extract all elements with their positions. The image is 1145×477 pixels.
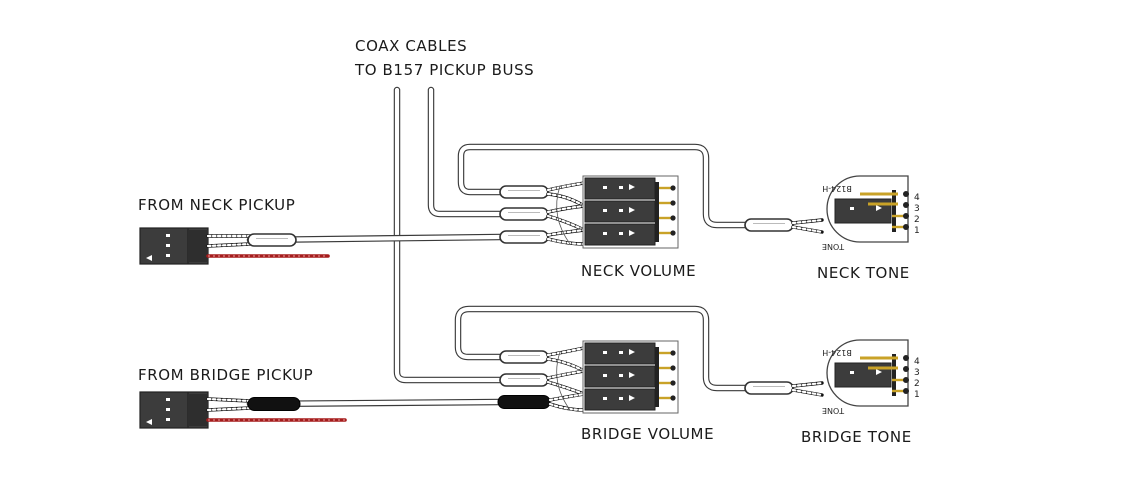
neck-tone-pin-4: 4 [914, 193, 920, 203]
neck-volume-label: NECK VOLUME [581, 262, 696, 280]
coax-label-line1: COAX CABLES [355, 37, 467, 55]
bridge-tone-pot: B124-H TONE 4 3 2 1 [822, 338, 920, 415]
neck-volume-ferrules [499, 185, 549, 244]
neck-tone-pot: B124-H TONE 4 3 2 1 [822, 174, 920, 251]
neck-tone-pin-2: 2 [914, 215, 920, 225]
bridge-tone-pin-2: 2 [914, 379, 920, 389]
bridge-volume-ferrules [497, 350, 551, 409]
neck-tone-ferrule [744, 218, 824, 234]
neck-volume-wires [546, 181, 586, 246]
from-bridge-pickup-label: FROM BRIDGE PICKUP [138, 366, 313, 384]
bridge-tone-pin-4: 4 [914, 357, 920, 367]
bridge-tone-ferrule [744, 381, 824, 397]
neck-pickup-connector [139, 227, 330, 265]
neck-tone-part-code: B124-H [822, 184, 852, 193]
coax-label-line2: TO B157 PICKUP BUSS [354, 61, 534, 79]
bridge-tone-pin-3: 3 [914, 368, 920, 378]
bridge-volume-label: BRIDGE VOLUME [581, 425, 714, 443]
bridge-pickup-connector [139, 391, 347, 429]
bridge-tone-label: BRIDGE TONE [801, 428, 912, 446]
neck-tone-caption: TONE [822, 242, 845, 251]
neck-volume-pot [581, 174, 680, 250]
neck-tone-pin-1: 1 [914, 226, 920, 236]
neck-tone-pin-3: 3 [914, 204, 920, 214]
neck-tone-label: NECK TONE [817, 264, 910, 282]
coax-cable-bridge [393, 86, 504, 384]
bridge-tone-caption: TONE [822, 406, 845, 415]
neck-loop-cable [457, 143, 749, 229]
bridge-volume-pot [581, 339, 680, 415]
bridge-loop-cable [454, 305, 749, 392]
bridge-tone-pin-1: 1 [914, 390, 920, 400]
coax-cable-neck [427, 86, 504, 218]
from-neck-pickup-label: FROM NECK PICKUP [138, 196, 295, 214]
bridge-volume-wires [546, 346, 586, 412]
bridge-tone-part-code: B124-H [822, 348, 852, 357]
